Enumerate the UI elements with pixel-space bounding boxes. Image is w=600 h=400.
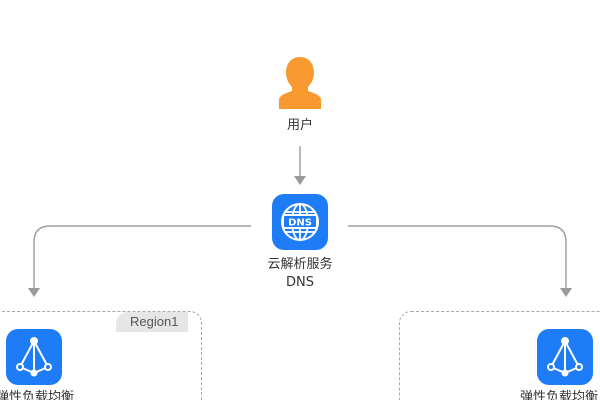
dns-label-line1: 云解析服务 bbox=[267, 257, 333, 272]
elb-left-icon-tile bbox=[6, 329, 62, 385]
region-1-box bbox=[0, 311, 202, 400]
svg-text:DNS: DNS bbox=[288, 218, 312, 229]
dns-icon-tile: DNS bbox=[272, 194, 328, 250]
load-balancer-icon bbox=[16, 337, 52, 377]
user-label: 用户 bbox=[286, 118, 313, 133]
elb-left-node[interactable]: 弹性负载均衡 bbox=[0, 329, 80, 400]
edge-user-dns bbox=[294, 146, 306, 185]
edge-dns-elb-left bbox=[28, 225, 251, 297]
edge-dns-elb-right bbox=[348, 225, 572, 297]
user-node[interactable]: 用户 bbox=[270, 55, 330, 140]
user-icon bbox=[279, 57, 321, 109]
dns-globe-icon: DNS bbox=[281, 203, 319, 241]
region-2-box bbox=[399, 311, 600, 400]
load-balancer-icon bbox=[547, 337, 583, 377]
dns-label-line2: DNS bbox=[286, 275, 314, 290]
elb-right-icon-tile bbox=[537, 329, 593, 385]
dns-node[interactable]: DNS 云解析服务 DNS bbox=[250, 194, 350, 294]
elb-left-label: 弹性负载均衡 bbox=[0, 390, 74, 400]
elb-right-node[interactable]: 弹性负载均衡 bbox=[515, 329, 600, 400]
elb-right-label: 弹性负载均衡 bbox=[520, 390, 599, 400]
region-1-tag: Region1 bbox=[116, 312, 189, 332]
